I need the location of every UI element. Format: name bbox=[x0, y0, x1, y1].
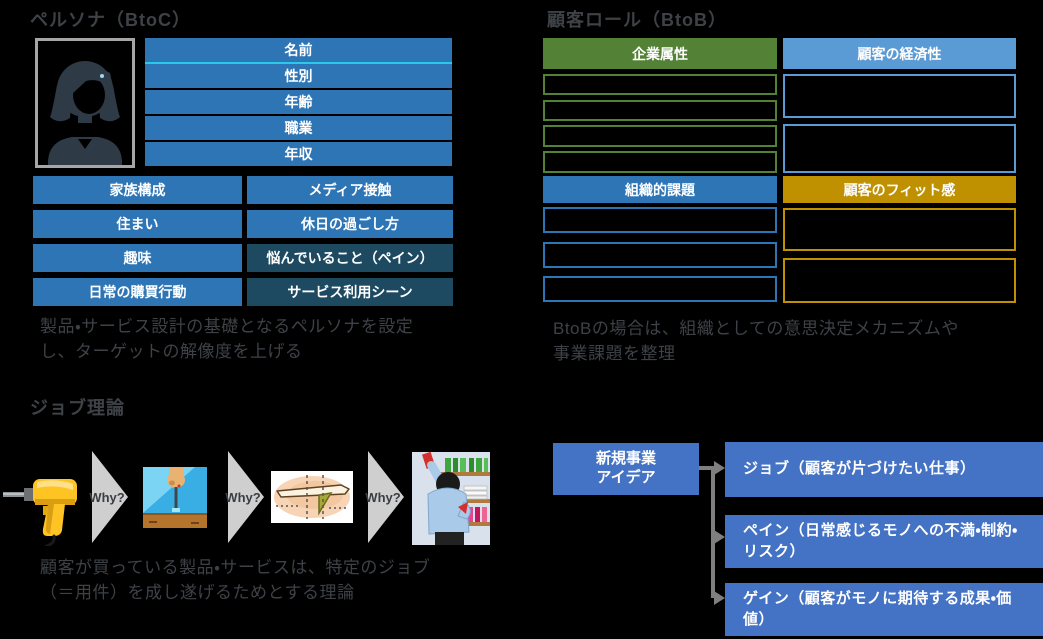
persona-row-occupation: 職業 bbox=[145, 116, 452, 140]
drill-icon bbox=[3, 479, 77, 546]
customer-roles-description: BtoBの場合は、組織としての意思決定メカニズムや 事業課題を整理 bbox=[553, 319, 959, 363]
target-box-pain: ペイン（日常感じるモノへの不満・制約・リスク） bbox=[725, 515, 1043, 568]
why-label: Why? bbox=[225, 490, 261, 505]
job-theory-section-title: ジョブ理論 bbox=[30, 398, 125, 418]
persona-description: 製品・サービス設計の基礎となるペルソナを設定 し、ターゲットの解像度を上げる bbox=[40, 317, 414, 361]
customer-fit-box bbox=[783, 258, 1016, 303]
persona-cell-media: メディア接触 bbox=[247, 176, 453, 204]
persona-cell-family: 家族構成 bbox=[33, 176, 242, 204]
why-label: Why? bbox=[365, 490, 401, 505]
persona-cell-buying: 日常の購買行動 bbox=[33, 278, 242, 306]
organizational-issues-box bbox=[543, 242, 777, 268]
shelf-bracket-icon bbox=[271, 471, 353, 523]
why-arrow-icon bbox=[368, 451, 404, 543]
persona-row-age: 年齢 bbox=[145, 90, 452, 114]
persona-cell-usage-scene: サービス利用シーン bbox=[247, 278, 453, 306]
persona-row-gender: 性別 bbox=[145, 64, 452, 88]
persona-cell-hobby: 趣味 bbox=[33, 244, 242, 272]
persona-row-income: 年収 bbox=[145, 142, 452, 166]
quadrant-header-organizational-issues: 組織的課題 bbox=[543, 176, 777, 203]
connector-line bbox=[699, 466, 715, 470]
screwdriver-in-wall-icon bbox=[143, 467, 207, 528]
target-box-gain: ゲイン（顧客がモノに期待する成果・価値） bbox=[725, 583, 1043, 636]
organizational-issues-box bbox=[543, 207, 777, 233]
customer-fit-box bbox=[783, 208, 1016, 251]
connector-arrowhead-icon bbox=[714, 591, 725, 605]
customer-economics-box bbox=[783, 74, 1016, 118]
why-arrow-icon bbox=[92, 451, 128, 543]
persona-cell-pain: 悩んでいること（ペイン） bbox=[247, 244, 453, 272]
connector-arrowhead-icon bbox=[714, 530, 725, 544]
organized-bookshelf-icon bbox=[412, 452, 490, 545]
company-attributes-box bbox=[543, 151, 777, 173]
target-box-job: ジョブ（顧客が片づけたい仕事） bbox=[725, 442, 1043, 497]
quadrant-header-customer-fit: 顧客のフィット感 bbox=[783, 176, 1016, 203]
customer-economics-box bbox=[783, 124, 1016, 173]
new-business-idea-box: 新規事業 アイデア bbox=[553, 443, 699, 495]
job-theory-description: 顧客が買っている製品・サービスは、特定のジョブ （＝用件）を成し遂げるためとする… bbox=[40, 558, 431, 602]
persona-row-name: 名前 bbox=[145, 38, 452, 62]
persona-cell-holidays: 休日の過ごし方 bbox=[247, 210, 453, 238]
company-attributes-box bbox=[543, 74, 777, 95]
why-arrow-icon bbox=[228, 451, 264, 543]
company-attributes-box bbox=[543, 125, 777, 147]
customer-roles-section-title: 顧客ロール（BtoB） bbox=[547, 10, 727, 30]
persona-photo-frame bbox=[35, 38, 135, 168]
company-attributes-box bbox=[543, 100, 777, 121]
organizational-issues-box bbox=[543, 276, 777, 302]
quadrant-header-customer-economics: 顧客の経済性 bbox=[783, 38, 1016, 69]
connector-line bbox=[711, 466, 715, 598]
persona-section-title: ペルソナ（BtoC） bbox=[30, 10, 191, 30]
connector-arrowhead-icon bbox=[714, 461, 725, 475]
why-label: Why? bbox=[89, 490, 125, 505]
quadrant-header-company-attributes: 企業属性 bbox=[543, 38, 777, 69]
persona-cell-residence: 住まい bbox=[33, 210, 242, 238]
female-avatar-icon bbox=[47, 61, 123, 165]
cyan-divider bbox=[145, 62, 452, 64]
